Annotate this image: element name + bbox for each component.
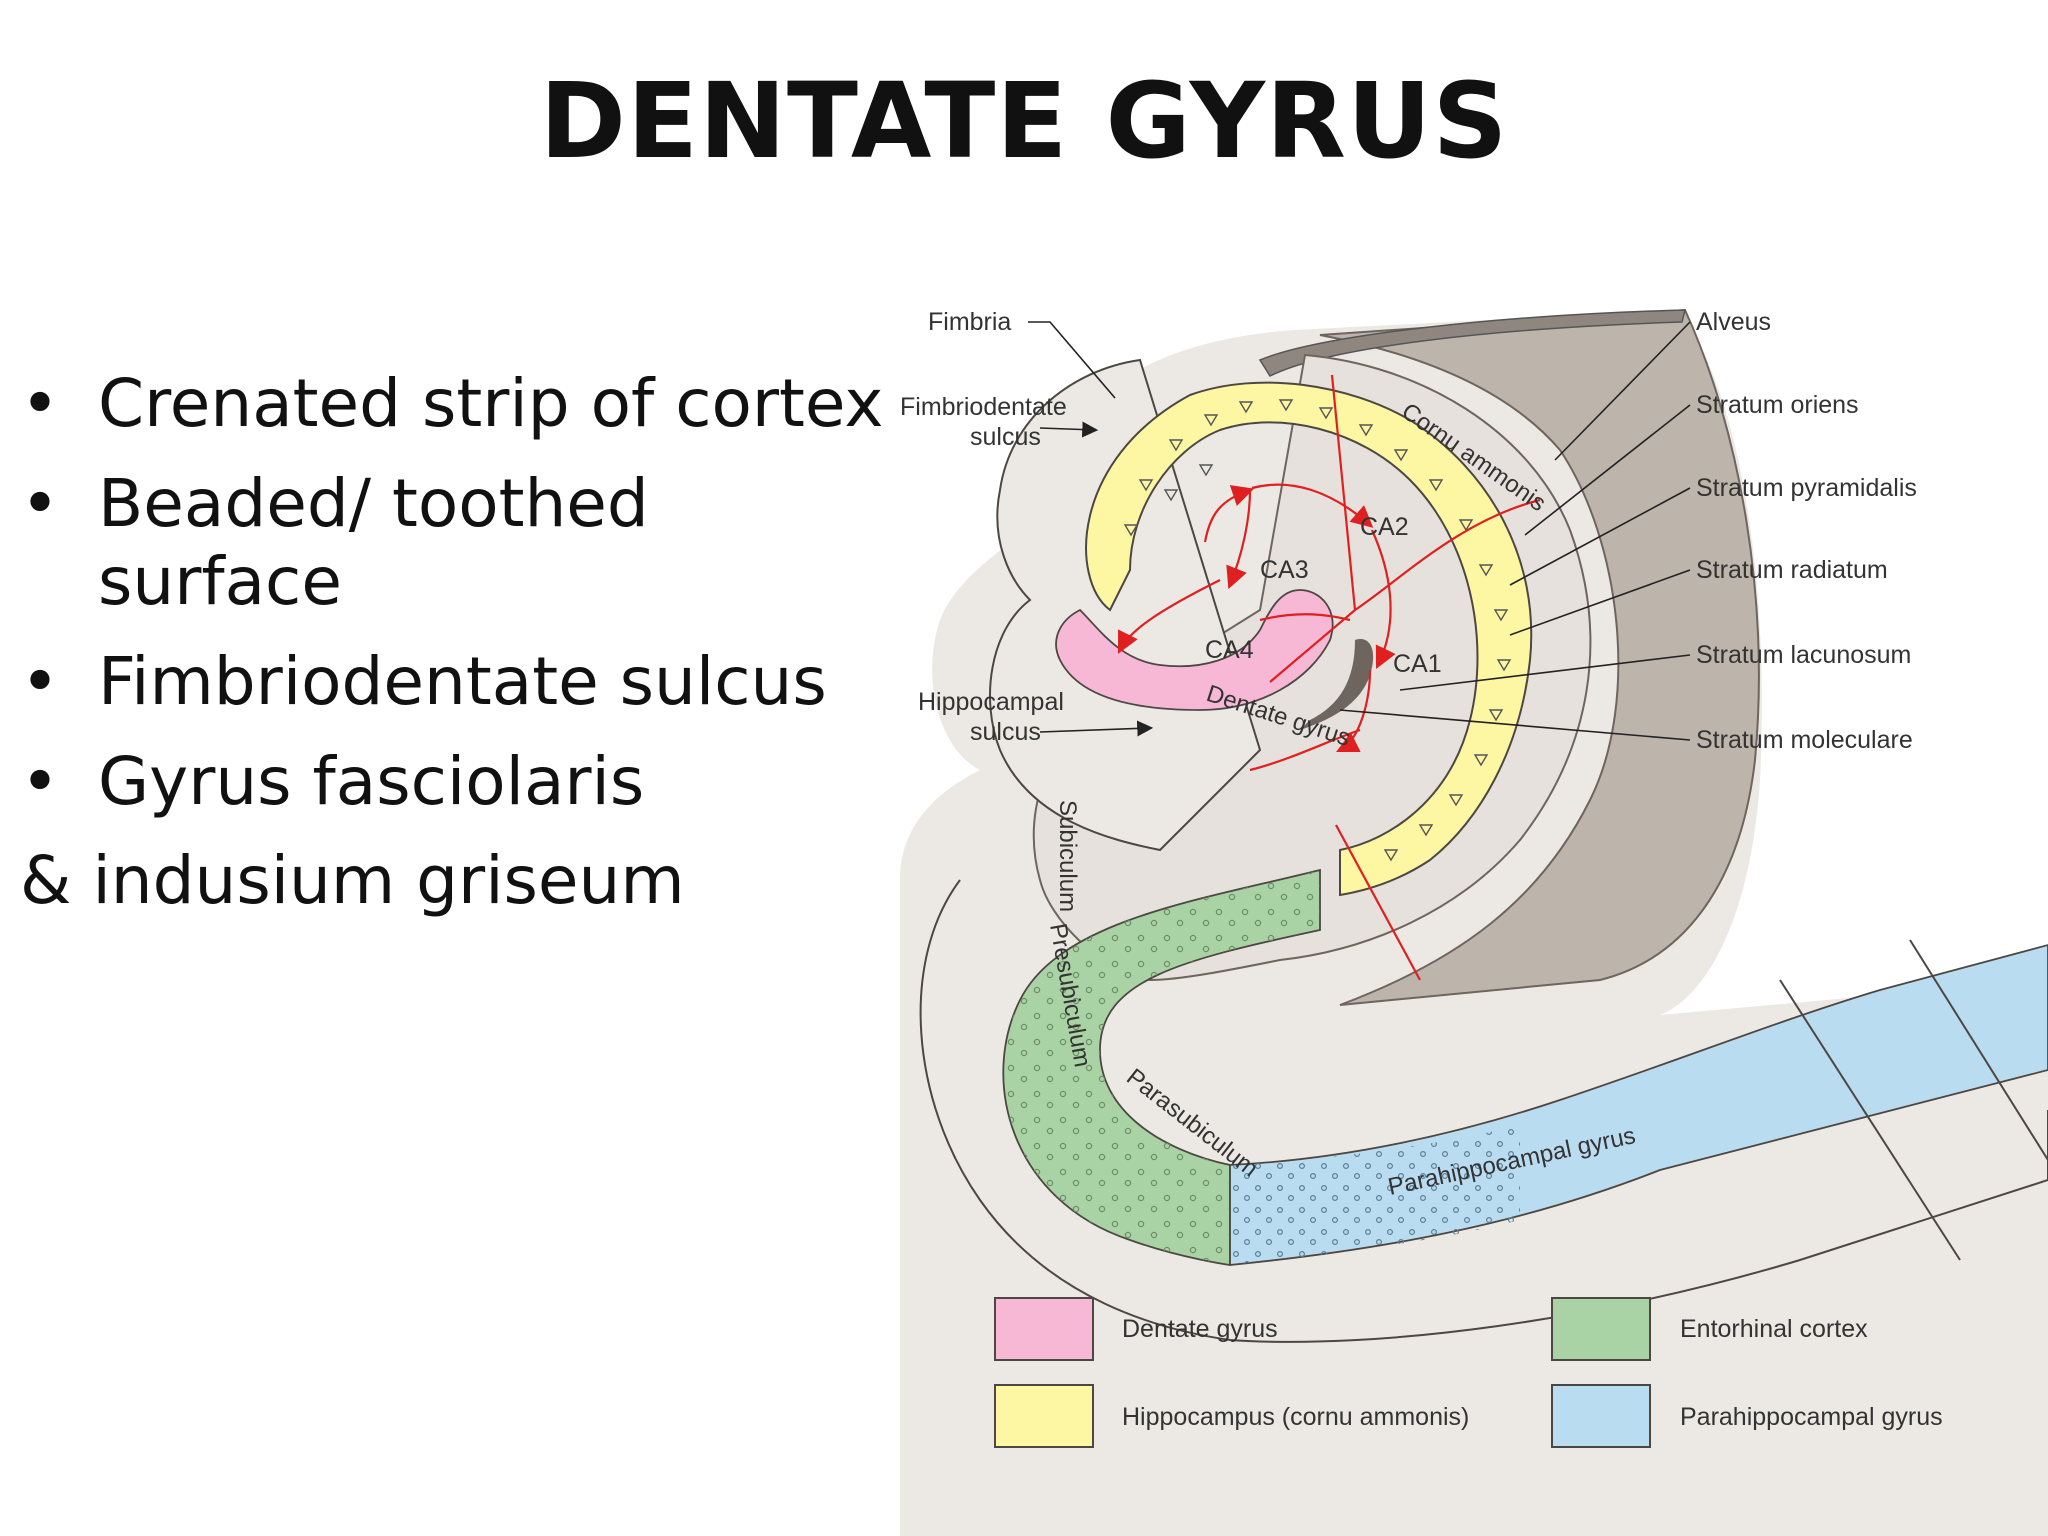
ca1-label: CA1 [1393, 650, 1442, 678]
legend-label-entorhinal: Entorhinal cortex [1680, 1315, 1868, 1343]
stratum-oriens-label: Stratum oriens [1696, 391, 1859, 419]
ca2-label: CA2 [1360, 513, 1409, 541]
hippocampal-sulcus-label-line1: Hippocampal [918, 688, 1064, 716]
trisynaptic-pathway [1249, 374, 1541, 981]
legend-swatch-entorhinal [1551, 1297, 1651, 1361]
leader-lines [1028, 321, 1691, 741]
bullet-marker: • [20, 464, 60, 542]
legend-swatch-parahippocampal [1551, 1384, 1651, 1448]
bullet-marker: • [20, 642, 60, 720]
legend: Dentate gyrus Hippocampus (cornu ammonis… [994, 1297, 1943, 1448]
fimbria-label: Fimbria [928, 308, 1011, 336]
stratum-radiatum-label: Stratum radiatum [1696, 556, 1888, 584]
stratum-moleculare-label: Stratum moleculare [1696, 726, 1913, 754]
hippocampal-sulcus-label-line2: sulcus [970, 718, 1041, 746]
stratum-pyramidalis-label: Stratum pyramidalis [1696, 474, 1917, 502]
bullet-item: • Crenated strip of cortex [20, 365, 900, 443]
hippocampus-band [1085, 381, 1533, 897]
slide-title: DENTATE GYRUS [539, 60, 1509, 182]
ventricle-wall-top [1258, 309, 1686, 377]
legend-label-dentate: Dentate gyrus [1122, 1315, 1278, 1343]
bullet-item-continuation: & indusium griseum [20, 842, 900, 920]
ca4-label: CA4 [1205, 636, 1254, 664]
legend-label-parahippocampal: Parahippocampal gyrus [1680, 1403, 1943, 1431]
bullet-list: • Crenated strip of cortex • Beaded/ too… [20, 365, 900, 942]
bullet-text: & indusium griseum [20, 842, 685, 920]
bullet-text: Crenated strip of cortex [98, 365, 884, 442]
bullet-item: • Gyrus fasciolaris [20, 743, 900, 821]
bullet-marker: • [20, 742, 60, 820]
legend-swatch-hippocampus [994, 1384, 1094, 1448]
bullet-item: • Beaded/ toothed surface [20, 465, 900, 621]
subiculum-label: Subiculum [1054, 800, 1081, 912]
dentate-gyrus-shape [1055, 589, 1334, 711]
fimbria-lobe [989, 358, 1262, 852]
legend-label-hippocampus: Hippocampus (cornu ammonis) [1122, 1403, 1469, 1431]
dentate-sulcus [1300, 639, 1374, 730]
hippocampus-diagram: Fimbria Fimbriodentate sulcus Hippocampa… [900, 280, 2048, 1536]
pyramidal-cell-markers [1123, 399, 1512, 862]
bullet-item: • Fimbriodentate sulcus [20, 643, 900, 721]
fimbriodentate-sulcus-label-line2: sulcus [970, 423, 1041, 451]
bullet-text: Beaded/ toothed surface [98, 464, 649, 620]
alveus-label: Alveus [1696, 308, 1771, 336]
bullet-text: Fimbriodentate sulcus [98, 642, 827, 720]
ca3-label: CA3 [1260, 556, 1309, 584]
fimbriodentate-sulcus-label-line1: Fimbriodentate [900, 393, 1067, 421]
bullet-text: Gyrus fasciolaris [98, 742, 645, 820]
bullet-marker: • [20, 365, 60, 442]
stratum-lacunosum-label: Stratum lacunosum [1696, 641, 1911, 669]
ventricle-wall [1319, 308, 1760, 1006]
pathway-arrows [1118, 483, 1396, 752]
legend-swatch-dentate [994, 1297, 1094, 1361]
